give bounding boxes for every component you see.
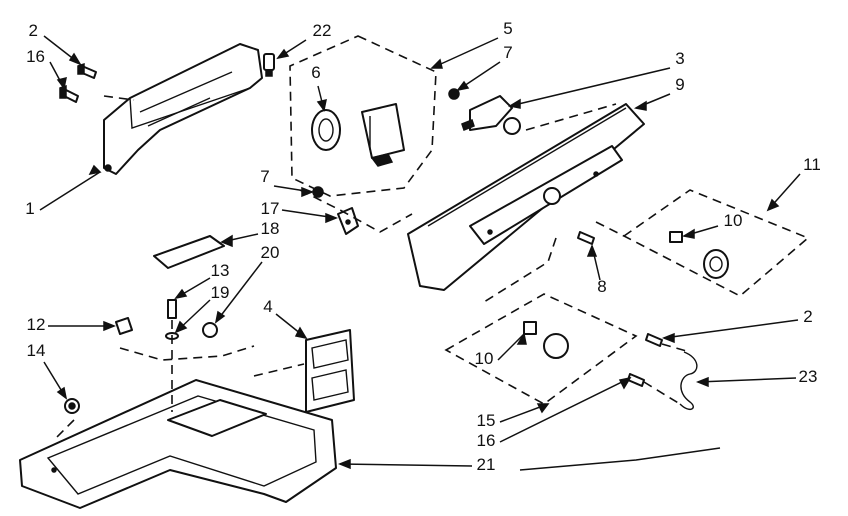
callout-c-7a: 7 bbox=[503, 43, 512, 62]
clip-part bbox=[263, 53, 275, 77]
pad-18-part bbox=[153, 235, 225, 269]
clip-12-part bbox=[115, 317, 133, 335]
screw-2-right bbox=[645, 333, 663, 347]
callout-c-22: 22 bbox=[313, 21, 332, 40]
clip-17-part bbox=[337, 207, 359, 235]
nut-7-middle bbox=[312, 186, 324, 198]
callout-c-10b: 10 bbox=[475, 349, 494, 368]
timer-body-part bbox=[361, 103, 405, 167]
callout-c-14: 14 bbox=[27, 341, 46, 360]
callout-c-21: 21 bbox=[477, 455, 496, 474]
screw-7-top bbox=[448, 88, 460, 100]
button-20-part bbox=[202, 322, 218, 338]
callout-c-20: 20 bbox=[261, 243, 280, 262]
knob-2-part bbox=[523, 321, 569, 359]
arrowheads bbox=[56, 48, 780, 470]
timer-group-outline bbox=[289, 35, 437, 197]
callout-c-8: 8 bbox=[597, 277, 606, 296]
screw-2-top bbox=[77, 62, 97, 79]
knob-group-outline bbox=[622, 189, 810, 297]
callout-c-18: 18 bbox=[261, 219, 280, 238]
callout-c-13: 13 bbox=[211, 261, 230, 280]
callout-c-23: 23 bbox=[799, 367, 818, 386]
callout-c-16b: 16 bbox=[477, 431, 496, 450]
callout-c-12: 12 bbox=[27, 315, 46, 334]
reference-lines bbox=[53, 95, 691, 441]
callout-c-6: 6 bbox=[311, 63, 320, 82]
callout-c-17: 17 bbox=[261, 199, 280, 218]
screw-16-right bbox=[627, 373, 645, 387]
base-panel-part bbox=[19, 379, 337, 509]
callout-c-2a: 2 bbox=[29, 21, 38, 40]
screw-16-top bbox=[59, 84, 79, 103]
callout-c-2b: 2 bbox=[803, 307, 812, 326]
switch-part bbox=[461, 95, 521, 135]
callout-c-15: 15 bbox=[477, 411, 496, 430]
timer-knob-part bbox=[311, 109, 341, 151]
callout-c-16a: 16 bbox=[26, 47, 45, 66]
callout-c-9: 9 bbox=[675, 75, 684, 94]
callout-c-5: 5 bbox=[503, 19, 512, 38]
callout-c-1: 1 bbox=[25, 199, 34, 218]
grommet-14-part bbox=[64, 398, 80, 414]
callout-c-19: 19 bbox=[211, 283, 230, 302]
control-panel-part bbox=[407, 103, 645, 291]
knob-group-2-outline bbox=[444, 293, 638, 405]
callout-c-4: 4 bbox=[263, 297, 272, 316]
knob-part bbox=[669, 231, 729, 279]
callout-c-7b: 7 bbox=[260, 167, 269, 186]
screw-8-part bbox=[577, 231, 595, 245]
left-bracket-part bbox=[103, 43, 263, 175]
callout-c-3: 3 bbox=[675, 49, 684, 68]
callout-c-11: 11 bbox=[803, 155, 821, 174]
switch-bracket-part bbox=[305, 329, 355, 413]
strap-23-part bbox=[679, 351, 698, 411]
screw-13-part bbox=[167, 299, 177, 319]
callout-c-10a: 10 bbox=[724, 211, 743, 230]
